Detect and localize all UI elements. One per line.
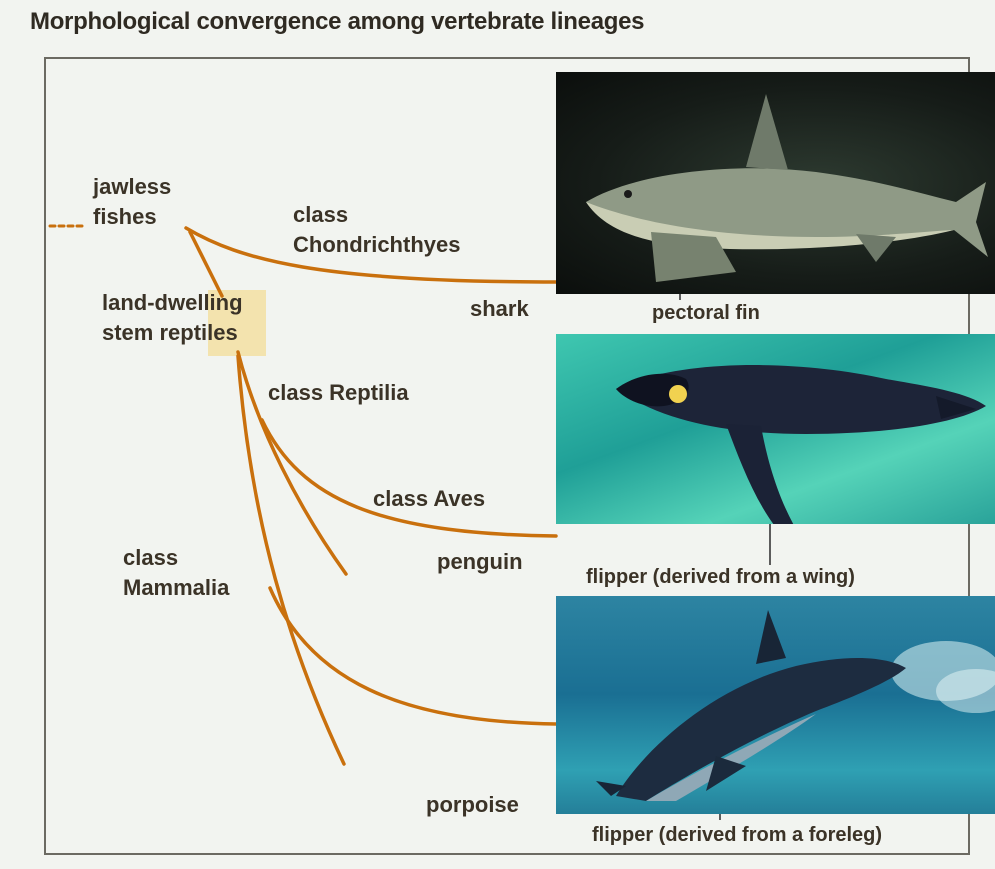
label-shark: shark [470, 294, 529, 324]
label-stem-reptiles: land-dwelling stem reptiles [102, 288, 280, 348]
caption-pectoral-fin: pectoral fin [652, 302, 760, 325]
label-porpoise: porpoise [426, 790, 519, 820]
shark-illustration [556, 72, 995, 294]
porpoise-photo [556, 596, 995, 814]
label-penguin: penguin [437, 547, 523, 577]
caption-penguin-flipper: flipper (derived from a wing) [586, 566, 855, 589]
branch-to-porpoise [270, 588, 556, 724]
penguin-illustration [556, 334, 995, 524]
label-class-aves: class Aves [373, 484, 485, 514]
branch-jawless-to-reptiles [190, 232, 222, 296]
branch-aves [262, 420, 556, 536]
label-class-mammalia: class Mammalia [123, 543, 263, 603]
label-class-reptilia: class Reptilia [268, 378, 409, 408]
label-jawless-fishes: jawless fishes [93, 172, 193, 232]
shark-photo [556, 72, 995, 294]
porpoise-illustration [556, 596, 995, 814]
penguin-photo [556, 334, 995, 524]
label-class-chondrichthyes: class Chondrichthyes [293, 200, 513, 260]
caption-porpoise-flipper: flipper (derived from a foreleg) [592, 824, 882, 847]
